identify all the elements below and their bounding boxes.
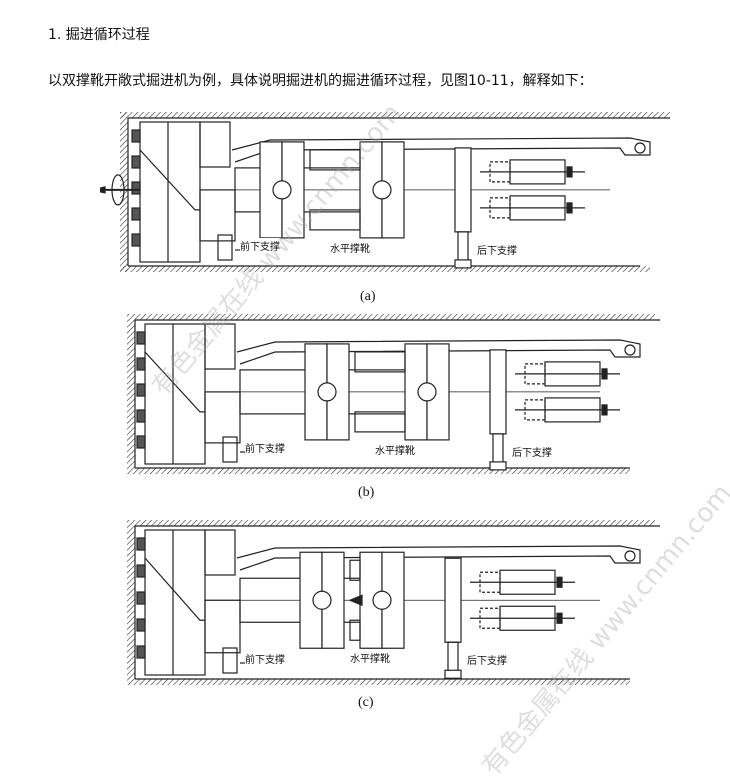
conveyor-beam	[236, 545, 641, 571]
rear-support	[444, 557, 462, 679]
tunnel-wall-bottom	[135, 679, 630, 685]
tunnel-wall-top	[120, 112, 675, 118]
drive-motor	[480, 195, 585, 221]
drive-motor	[515, 361, 620, 387]
tbm-diagram-a: 前下支撑 水平撑靴 后下支撑	[91, 110, 675, 280]
label-front-support: 前下支撑	[245, 651, 285, 666]
label-rear-support: 后下支撑	[467, 652, 507, 668]
drive-motor	[480, 159, 585, 185]
tunnel-wall-bottom	[135, 468, 630, 474]
cutterhead	[139, 121, 236, 263]
tunnel-wall-bottom	[120, 266, 650, 272]
section-heading: 1. 掘进循环过程	[48, 27, 150, 43]
caption-a: (a)	[360, 289, 376, 304]
gripper-shoe	[259, 141, 305, 239]
label-front-support: 前下支撑	[245, 440, 285, 455]
label-rear-support: 后下支撑	[477, 241, 517, 257]
gripper-shoe	[404, 343, 450, 441]
drive-motor	[470, 569, 575, 595]
label-gripper: 水平撑靴	[330, 239, 370, 255]
gripper-shoe	[359, 141, 405, 239]
intro-paragraph: 以双撑靴开敞式掘进机为例，具体说明掘进机的掘进循环过程，见图10-11，解释如下…	[48, 73, 593, 89]
tunnel-face	[127, 520, 135, 685]
thrust-cylinders	[354, 351, 406, 433]
gripper-shoe	[359, 551, 405, 649]
thrust-cylinders	[349, 559, 361, 641]
label-rear-support: 后下支撑	[512, 443, 552, 459]
rear-support	[489, 349, 507, 471]
label-gripper: 水平撑靴	[350, 650, 390, 666]
tunnel-face	[127, 314, 135, 474]
retract-arrow-icon	[348, 594, 363, 607]
tunnel-wall-top	[135, 520, 655, 526]
drive-motor	[515, 397, 620, 423]
gripper-shoe	[299, 551, 345, 649]
cutterhead	[144, 323, 241, 465]
tbm-diagram-b: 前下支撑 水平撑靴 后下支撑	[125, 312, 660, 482]
drive-motor	[470, 605, 575, 631]
label-front-support: 前下支撑	[240, 238, 280, 253]
tbm-diagram-c: 前下支撑 水平撑靴 后下支撑	[125, 518, 660, 693]
thrust-cylinders	[309, 149, 361, 231]
cutterhead	[144, 529, 241, 676]
gripper-shoe	[304, 343, 350, 441]
tunnel-wall-top	[135, 314, 655, 320]
rear-support	[454, 147, 472, 269]
caption-b: (b)	[358, 485, 375, 500]
label-gripper: 水平撑靴	[375, 441, 415, 457]
caption-c: (c)	[358, 695, 374, 710]
